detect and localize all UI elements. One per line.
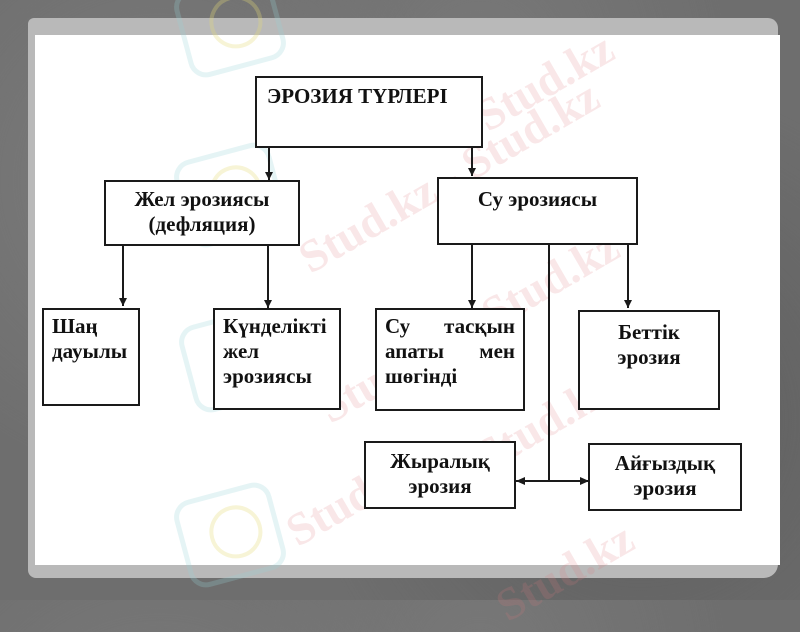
node-water-erosion: Су эрозиясы [437, 177, 638, 245]
root-node-erosion-types: ЭРОЗИЯ ТҮРЛЕРІ [255, 76, 483, 148]
node-dust-storm: Шаң дауылы [42, 308, 140, 406]
node-label: Жыралық [390, 449, 490, 473]
arrow-down-icon [468, 300, 476, 308]
node-label: апаты мен [385, 339, 515, 363]
node-rill-erosion: Айғыздық эрозия [588, 443, 742, 511]
arrow-down-icon [624, 300, 632, 308]
node-label: эрозиясы [223, 364, 312, 388]
node-surface-erosion: Беттік эрозия [578, 310, 720, 410]
node-label: жел [223, 339, 260, 363]
connector-line [471, 245, 473, 308]
node-label: Айғыздық [614, 451, 716, 475]
root-node-label: ЭРОЗИЯ ТҮРЛЕРІ [267, 84, 448, 108]
connector-line [627, 245, 629, 308]
arrow-left-icon [516, 477, 525, 485]
node-label: Су тасқын [385, 314, 515, 338]
node-label: Күнделікті [223, 314, 327, 338]
connector-line [516, 480, 588, 482]
node-label: эрозия [408, 474, 472, 498]
arrow-down-icon [264, 300, 272, 308]
connector-line [122, 246, 124, 306]
arrow-down-icon [119, 298, 127, 306]
connector-line [471, 148, 473, 176]
node-daily-wind-erosion: Күнделікті жел эрозиясы [213, 308, 341, 410]
node-label: шөгінді [385, 364, 458, 388]
connector-line [548, 245, 550, 481]
arrow-right-icon [580, 477, 589, 485]
node-label: Шаң [52, 314, 98, 338]
connector-line [268, 148, 270, 180]
node-label: эрозия [617, 345, 681, 369]
node-label: Жел эрозиясы [134, 187, 270, 211]
arrow-down-icon [468, 168, 476, 176]
node-wind-erosion: Жел эрозиясы (дефляция) [104, 180, 300, 246]
node-label: эрозия [633, 476, 697, 500]
node-label: (дефляция) [148, 212, 256, 236]
arrow-down-icon [265, 172, 273, 180]
node-label: Беттік [618, 320, 680, 344]
node-label: дауылы [52, 339, 128, 363]
node-flood-sediment: Су тасқын апаты мен шөгінді [375, 308, 525, 411]
connector-line [267, 246, 269, 308]
node-label: Су эрозиясы [477, 187, 598, 211]
node-gully-erosion: Жыралық эрозия [364, 441, 516, 509]
